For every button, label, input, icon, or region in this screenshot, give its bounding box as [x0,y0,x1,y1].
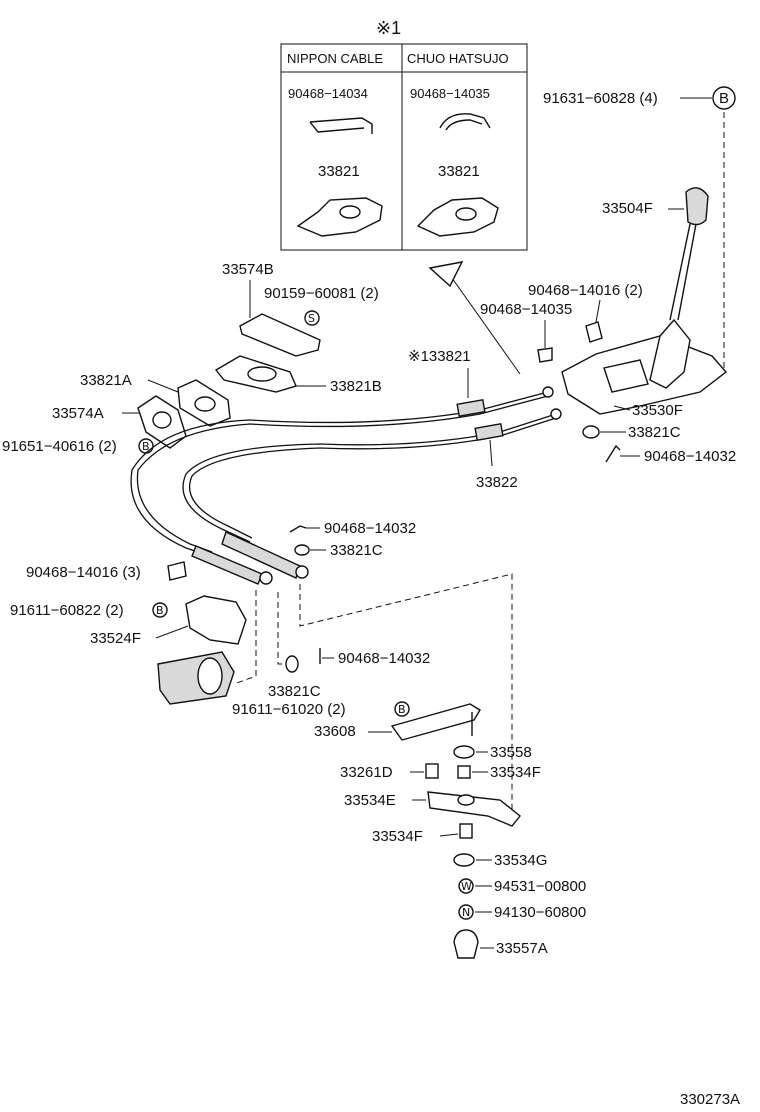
clip-nippon-drawing [309,117,373,134]
inset-clip-nippon: 90468−14034 [288,86,368,101]
bushing-33261D-drawing [425,763,439,779]
pin-drawing-a [605,444,621,463]
clip-drawing-a [585,321,603,343]
inset-header-nippon: NIPPON CABLE [287,51,383,66]
label-33524F: 33524F [90,630,141,647]
inset-box [280,43,528,251]
lever-33534E-drawing [427,791,521,827]
shift-cable-drawing [182,413,557,543]
clip-chuo-drawing [439,113,491,131]
bushing-33558-drawing [453,745,475,759]
n-mark-symbol [458,904,474,920]
s-mark-symbol [304,310,320,326]
w-mark-letter: W [461,880,472,893]
grommet-c-drawing-b [294,544,310,556]
label-33534E: 33534E [344,792,396,809]
label-33821C-c: 33821C [268,683,321,700]
shift-lever-drawing [669,223,697,321]
label-33530F: 33530F [632,402,683,419]
label-90159: 90159−60081 (2) [264,285,379,302]
label-90468-14035: 90468−14035 [480,301,572,318]
shift-cable-end-drawing [221,531,301,579]
clip-drawing-b [167,561,187,581]
label-94531: 94531−00800 [494,878,586,895]
label-90468-14016-3: 90468−14016 (3) [26,564,141,581]
inset-clip-chuo: 90468−14035 [410,86,490,101]
inset-part-chuo: 33821 [438,163,480,180]
pin-drawing-b [289,525,307,533]
label-33534F-b: 33534F [372,828,423,845]
label-33574A: 33574A [52,405,104,422]
plate-33574B-drawing [239,313,321,357]
label-90468-14032-c: 90468−14032 [338,650,430,667]
small-b-symbol-c [394,701,410,717]
select-cable-end-drawing [191,545,263,585]
label-91651: 91651−40616 (2) [2,438,117,455]
detail-arrow-line [451,277,521,375]
label-33557A: 33557A [496,940,548,957]
label-33534G: 33534G [494,852,547,869]
linkage-dash-line [299,573,513,818]
small-b-symbol-b [152,602,168,618]
label-33574B: 33574B [222,261,274,278]
label-91611-60822: 91611−60822 (2) [10,602,124,619]
label-33821C-a: 33821C [628,424,681,441]
cable-end-nippon-drawing [296,197,383,237]
bracket-33524F-drawing [185,595,247,645]
label-90468-14032-a: 90468−14032 [644,448,736,465]
label-90468-14016-2: 90468−14016 (2) [528,282,643,299]
small-b-letter-a: B [142,440,150,453]
inset-part-nippon: 33821 [318,163,360,180]
lever-33608-drawing [390,703,481,741]
bushing-33534F-b-drawing [459,823,473,839]
label-33558: 33558 [490,744,532,761]
label-33608: 33608 [314,723,356,740]
note-symbol: ※1 [376,18,401,38]
bolt-b-symbol [712,86,736,110]
grommet-c-drawing-c [285,655,299,673]
grommet-c-drawing-a [582,425,600,439]
cap-33557A-drawing [453,929,479,959]
label-91631: 91631−60828 (4) [543,90,658,107]
label-33821C-b: 33821C [330,542,383,559]
label-91611-61020: 91611−61020 (2) [232,701,346,718]
detail-arrow-head [428,261,464,288]
label-33504F: 33504F [602,200,653,217]
label-133821: ※133821 [408,348,471,365]
label-90468-14032-b: 90468−14032 [324,520,416,537]
inset-header-chuo: CHUO HATSUJO [407,51,509,66]
w-mark-symbol [458,878,474,894]
label-33822: 33822 [476,474,518,491]
small-b-letter-c: B [398,703,406,716]
s-mark-letter: S [308,312,315,325]
label-33821B: 33821B [330,378,382,395]
catalog-ref: 330273A [680,1091,740,1108]
shift-knob-drawing [685,187,709,226]
small-b-letter-b: B [156,604,164,617]
label-33261D: 33261D [340,764,393,781]
bolt-b-letter: B [719,90,729,107]
n-mark-letter: N [462,906,470,919]
label-33534F-a: 33534F [490,764,541,781]
select-cable-drawing [130,391,549,557]
bushing-33534G-drawing [453,853,475,867]
label-94130: 94130−60800 [494,904,586,921]
label-33821A: 33821A [80,372,132,389]
bushing-33534F-a-drawing [457,765,471,779]
